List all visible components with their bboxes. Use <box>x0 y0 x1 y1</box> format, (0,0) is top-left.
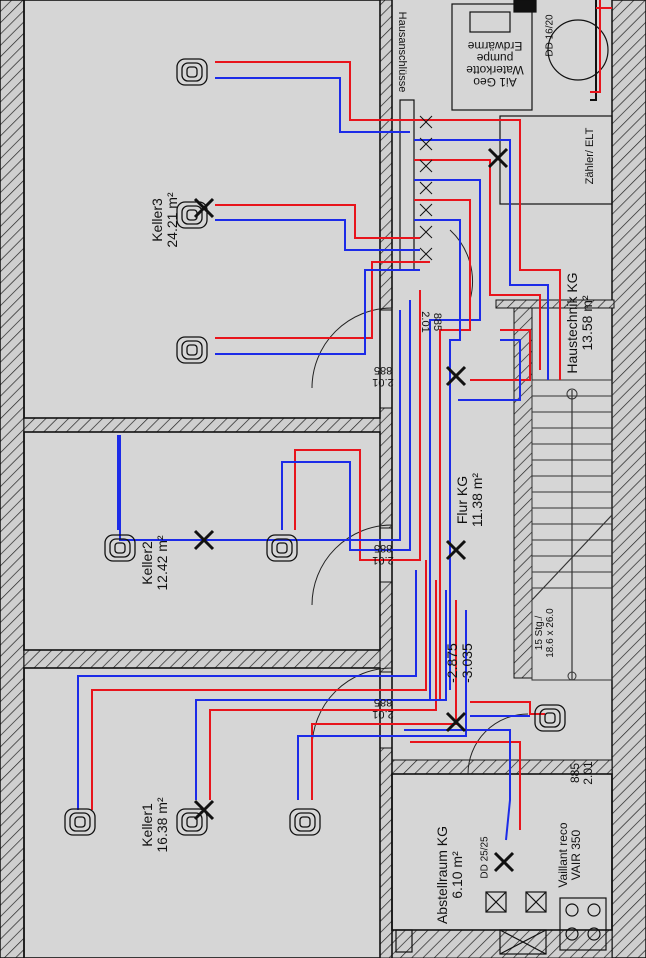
stair-line: 18.6 x 26.0 <box>545 608 556 658</box>
door-width: 885 <box>373 364 393 376</box>
waermepumpe-line: Waterkotte <box>466 63 524 77</box>
door-dim: 885 2.01 <box>419 307 443 337</box>
hausanschluesse-label: Hausanschlüsse <box>396 11 408 93</box>
zaehler-label: Zähler/ ELT <box>584 127 596 185</box>
door-height: 2.01 <box>372 708 394 720</box>
level-label: -2.875 -3.035 <box>444 628 475 698</box>
door-width: 885 <box>373 696 393 708</box>
dd-bottom-label: DD 25/25 <box>479 836 491 879</box>
door-dim: 885 2.01 <box>568 753 595 793</box>
ventilation-line: VAIR 350 <box>569 829 583 881</box>
door-height: 2.01 <box>372 554 394 566</box>
room-name: Keller3 <box>149 198 165 242</box>
room-name: Abstellraum KG <box>434 825 450 925</box>
level-line: -2.875 <box>444 643 460 683</box>
room-name: Keller2 <box>139 541 155 585</box>
room-area: 13.58 m² <box>579 295 595 351</box>
level-line: -3.035 <box>459 643 475 683</box>
door-width: 885 <box>373 542 393 554</box>
room-label-keller2: Keller2 12.42 m² <box>139 518 170 608</box>
door-dim: 2.01 885 <box>368 696 398 720</box>
room-area: 16.38 m² <box>154 797 170 853</box>
stair-label: 15 Stg./ 18.6 x 26.0 <box>534 598 556 668</box>
door-height: 2.01 <box>372 376 394 388</box>
ventilation-label: Vaillant reco VAIR 350 <box>556 805 583 905</box>
waermepumpe-line: Erdwärme <box>467 39 523 53</box>
room-label-abstellraum: Abstellraum KG 6.10 m² <box>434 810 465 940</box>
door-width: 885 <box>431 312 443 332</box>
waermepumpe-line: Ai1 Geo <box>473 75 517 89</box>
room-name: Keller1 <box>139 803 155 847</box>
door-height: 2.01 <box>419 311 431 333</box>
room-name: Haustechnik KG <box>564 272 580 374</box>
room-area: 6.10 m² <box>449 851 465 899</box>
waermepumpe-label: Ai1 Geo Waterkotte pumpe Erdwärme <box>455 39 535 89</box>
door-height: 2.01 <box>581 761 595 785</box>
room-area: 11.38 m² <box>469 472 485 528</box>
dd-top-label: DD 16/20 <box>544 14 556 57</box>
room-area: 12.42 m² <box>154 535 170 591</box>
staircase <box>531 379 613 681</box>
room-label-flur: Flur KG 11.38 m² <box>454 455 485 545</box>
door-dim: 2.01 885 <box>368 542 398 566</box>
room-label-keller1: Keller1 16.38 m² <box>139 780 170 870</box>
room-area: 24.21 m² <box>164 192 180 248</box>
stair-line: 15 Stg./ <box>534 615 545 651</box>
room-label-haustechnik: Haustechnik KG 13.58 m² <box>564 258 595 388</box>
room-name: Flur KG <box>454 475 470 525</box>
door-dim: 2.01 885 <box>368 364 398 388</box>
room-label-keller3: Keller3 24.21 m² <box>149 175 180 265</box>
